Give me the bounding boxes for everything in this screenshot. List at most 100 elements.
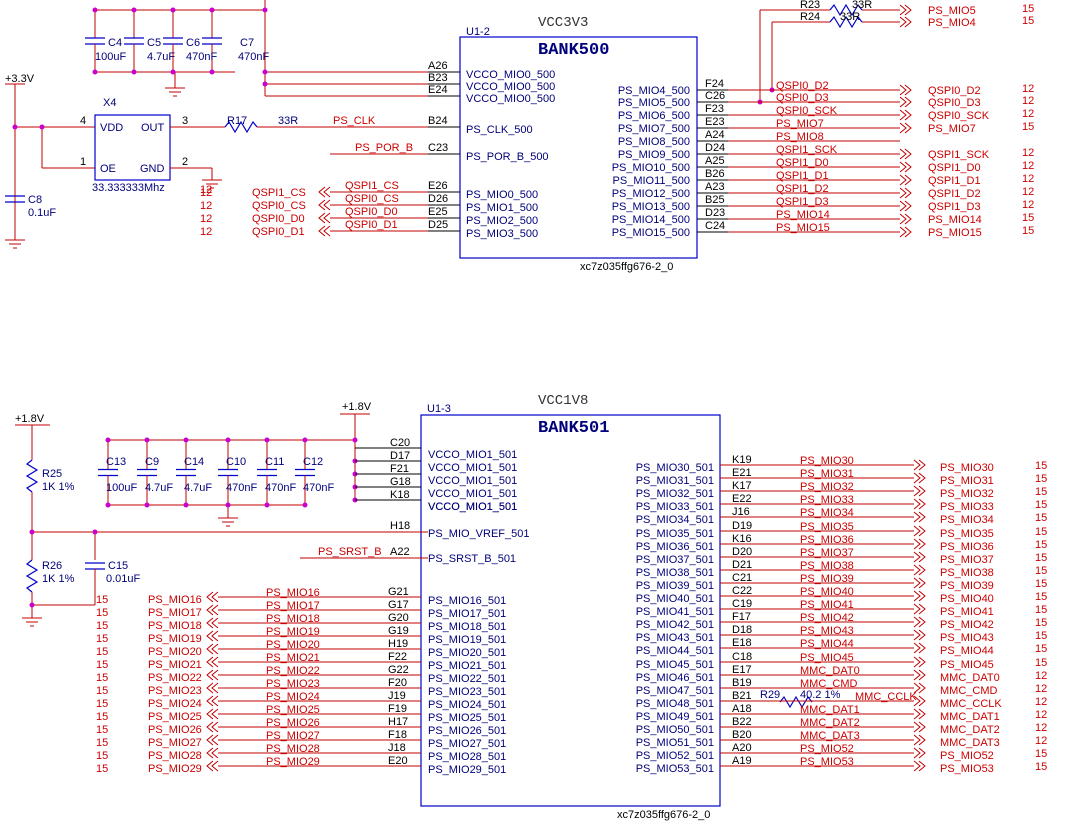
- pin-number: A25: [705, 155, 725, 167]
- offpage-net-label: PS_MIO52: [940, 750, 994, 762]
- bank500-ref: U1-2: [466, 26, 490, 38]
- capacitor-value: 4.7uF: [184, 482, 212, 494]
- pin-number: J16: [732, 506, 750, 518]
- pin-number: A23: [705, 181, 725, 193]
- oscillator-box: [94, 114, 171, 181]
- offpage-connector-icon: [206, 695, 214, 707]
- offpage-net-label: PS_MIO7: [928, 123, 976, 135]
- pin-number: A24: [705, 129, 725, 141]
- pin-name: PS_MIO40_501: [636, 593, 714, 605]
- offpage-connector-icon: [913, 760, 921, 772]
- pin-name: PS_MIO22_501: [428, 673, 506, 685]
- pin-number: D23: [705, 207, 725, 219]
- offpage-connector-icon: [323, 212, 331, 224]
- pin-name: PS_MIO39_501: [636, 580, 714, 592]
- pin-name: PS_MIO21_501: [428, 660, 506, 672]
- r25-value: 1K 1%: [42, 481, 75, 493]
- offpage-connector-icon: [918, 564, 926, 576]
- bank501-vref-divider: [15, 424, 428, 627]
- pin-number: F24: [705, 78, 724, 90]
- offpage-connector-icon: [899, 174, 907, 186]
- x4-oe: OE: [100, 163, 116, 175]
- offpage-connector-icon: [918, 656, 926, 668]
- offpage-net-label: PS_MIO39: [940, 580, 994, 592]
- pin-number: C22: [732, 585, 752, 597]
- offpage-sheet-ref: 12: [200, 200, 212, 212]
- pin-number: F21: [390, 463, 409, 475]
- offpage-connector-icon: [913, 642, 921, 654]
- ground-symbol: [22, 617, 42, 627]
- offpage-net-label: PS_MIO30: [940, 462, 994, 474]
- net-label: PS_MIO42: [800, 612, 854, 624]
- offpage-net-label: PS_MIO45: [940, 659, 994, 671]
- pin-number: C23: [428, 142, 448, 154]
- net-label: QSPI0_D0: [345, 206, 398, 218]
- bank500-top-resistors: [757, 3, 900, 105]
- pin-number: K17: [732, 480, 752, 492]
- offpage-connector-icon: [206, 747, 214, 759]
- offpage-connector-icon: [904, 122, 912, 134]
- r23-value: 33R: [852, 0, 872, 11]
- offpage-net-label: PS_MIO34: [940, 514, 994, 526]
- offpage-connector-icon: [904, 226, 912, 238]
- net-label: PS_MIO33: [800, 494, 854, 506]
- net-label: PS_POR_B: [355, 142, 413, 154]
- pin-number: F23: [705, 103, 724, 115]
- offpage-net-label: QSPI1_D1: [928, 175, 981, 187]
- offpage-connector-icon: [918, 669, 926, 681]
- offpage-net-label: PS_MIO5: [928, 5, 976, 17]
- pin-name: PS_MIO33_501: [636, 501, 714, 513]
- pin-name: VCCO_MIO1_501: [428, 462, 517, 474]
- net-label: PS_MIO43: [800, 625, 854, 637]
- offpage-sheet-ref: 12: [1022, 160, 1034, 172]
- capacitor-ref: C12: [303, 456, 323, 468]
- offpage-connector-icon: [899, 84, 907, 96]
- net-label: PS_MIO28: [266, 743, 320, 755]
- pin-number: A20: [732, 742, 752, 754]
- offpage-net-label: PS_MIO16: [148, 594, 202, 606]
- offpage-sheet-ref: 15: [1035, 486, 1047, 498]
- c5-ref: C5: [147, 37, 161, 49]
- offpage-sheet-ref: 15: [96, 737, 108, 749]
- pin-name: PS_MIO50_501: [636, 724, 714, 736]
- offpage-net-label: QSPI0_CS: [252, 200, 306, 212]
- bank501-group: VCC1V8 U1-3 BANK501 xc7z035ffg676-2_0: [15, 393, 1047, 821]
- offpage-net-label: MMC_CMD: [940, 685, 997, 697]
- net-label: PS_MIO32: [800, 481, 854, 493]
- offpage-net-label: QSPI1_D2: [928, 188, 981, 200]
- pin-number: B19: [732, 677, 752, 689]
- bank501-title: BANK501: [538, 419, 609, 438]
- offpage-connector-icon: [904, 148, 912, 160]
- offpage-sheet-ref: 15: [1035, 499, 1047, 511]
- offpage-sheet-ref: 15: [1035, 657, 1047, 669]
- offpage-net-label: PS_MIO27: [148, 737, 202, 749]
- offpage-sheet-ref: 15: [1022, 3, 1034, 15]
- pin-name: PS_MIO32_501: [636, 488, 714, 500]
- offpage-sheet-ref: 15: [96, 685, 108, 697]
- bank500-part: xc7z035ffg676-2_0: [580, 261, 673, 273]
- net-label: PS_MIO17: [266, 600, 320, 612]
- pin-number: E20: [388, 755, 408, 767]
- offpage-connector-icon: [904, 84, 912, 96]
- offpage-net-label: PS_MIO43: [940, 632, 994, 644]
- pin-name: PS_MIO24_501: [428, 699, 506, 711]
- offpage-connector-icon: [918, 603, 926, 615]
- vref-pin-num: H18: [390, 520, 410, 532]
- pin-name: PS_MIO45_501: [636, 659, 714, 671]
- pin-number: D19: [732, 520, 752, 532]
- pin-name: PS_MIO34_501: [636, 514, 714, 526]
- c6-ref: C6: [186, 37, 200, 49]
- offpage-sheet-ref: 12: [1035, 735, 1047, 747]
- c5-value: 4.7uF: [147, 51, 175, 63]
- offpage-connector-icon: [918, 642, 926, 654]
- net-label: MMC_DAT1: [800, 704, 860, 716]
- offpage-connector-icon: [904, 109, 912, 121]
- pin-name: PS_MIO10_500: [612, 162, 690, 174]
- offpage-connector-icon: [904, 213, 912, 225]
- x4-pin2: 2: [182, 156, 188, 168]
- pin-number: G21: [388, 586, 409, 598]
- offpage-connector-icon: [206, 669, 214, 681]
- net-label: PS_MIO16: [266, 587, 320, 599]
- offpage-sheet-ref: 15: [96, 620, 108, 632]
- offpage-net-label: PS_MIO18: [148, 620, 202, 632]
